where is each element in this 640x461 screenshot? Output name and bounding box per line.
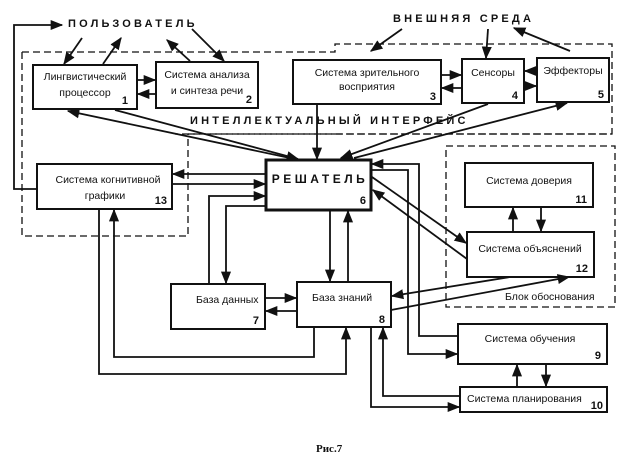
arrow-env-to-3 (369, 28, 403, 52)
block-4-number: 4 (512, 90, 519, 102)
block-7-number: 7 (253, 315, 259, 327)
arrow-8-to-12 (390, 274, 571, 311)
arrow-5-to-env (512, 27, 571, 52)
block-13-number: 13 (155, 195, 167, 207)
arrow-8-to-13 (108, 208, 315, 358)
arrow-6-to-5 (353, 100, 569, 159)
block-10-title: Система планирования (467, 393, 582, 405)
user-label: ПОЛЬЗОВАТЕЛЬ (68, 18, 198, 30)
arrow-1-to-6 (114, 109, 300, 161)
arrow-7-to-6 (208, 190, 267, 284)
arrow-6-to-7 (220, 205, 265, 285)
arrow-8-to-10 (370, 327, 461, 413)
arrow-user-to-1 (63, 37, 83, 66)
block-planning-system: Система планирования 10 (459, 386, 608, 413)
block-9-title: Система обучения (485, 333, 576, 345)
block-database: База данных 7 (170, 283, 266, 330)
block-6-number: 6 (360, 195, 366, 207)
block-1-title: Лингвистический (44, 71, 127, 83)
block-solver: РЕШАТЕЛЬ 6 (264, 158, 373, 212)
arrow-13-to-8 (98, 209, 352, 375)
block-3-title-2: восприятия (339, 81, 395, 93)
environment-label: ВНЕШНЯЯ СРЕДА (393, 13, 534, 25)
block-3-number: 3 (430, 91, 436, 103)
arrow-13-to-user (13, 19, 64, 190)
block-5-title: Эффекторы (543, 65, 602, 77)
block-11-number: 11 (575, 194, 587, 206)
arrow-6-to-1 (66, 108, 291, 159)
block-8-number: 8 (379, 314, 385, 326)
block-1-title-2: процессор (59, 87, 111, 99)
block-2-number: 2 (246, 94, 252, 106)
arrow-10-to-8 (377, 326, 460, 397)
block-trust-system: Система доверия 11 (464, 162, 594, 208)
arrow-2-to-user (166, 39, 191, 62)
arrow-1-to-user (102, 36, 122, 65)
block-3-title: Система зрительного (315, 67, 420, 79)
block-6-title: РЕШАТЕЛЬ (272, 172, 369, 186)
block-8-title: База знаний (312, 292, 372, 304)
arrow-12-to-8 (390, 276, 511, 300)
block-2-title: Система анализа (164, 69, 249, 81)
block-learning-system: Система обучения 9 (457, 323, 608, 365)
block-knowledge-base: База знаний 8 (296, 281, 392, 328)
block-7-title: База данных (196, 294, 259, 306)
connectors (13, 19, 571, 413)
block-10-number: 10 (591, 400, 603, 412)
block-4-title: Сенсоры (471, 67, 515, 79)
block-visual-perception: Система зрительного восприятия 3 (292, 59, 442, 105)
block-linguistic-processor: Лингвистический процессор 1 (32, 64, 138, 110)
block-12-title: Система объяснений (478, 243, 582, 255)
block-5-number: 5 (598, 89, 604, 101)
block-cognitive-graphics: Система когнитивной графики 13 (36, 163, 173, 210)
block-9-number: 9 (595, 350, 601, 362)
block-13-title-2: графики (85, 190, 126, 202)
block-effectors: Эффекторы 5 (536, 57, 610, 103)
arrow-6-to-9 (371, 169, 459, 360)
block-2-title-2: и синтеза речи (171, 85, 243, 97)
arrow-user-to-2 (191, 28, 225, 62)
block-speech-analysis-synthesis: Система анализа и синтеза речи 2 (155, 61, 259, 109)
arrow-9-to-6 (370, 158, 458, 337)
figure-caption: Рис.7 (316, 443, 343, 455)
arrow-4-to-6 (339, 103, 489, 159)
block-sensors: Сенсоры 4 (461, 58, 525, 104)
arrow-env-to-4 (481, 28, 492, 60)
block-11-title: Система доверия (486, 175, 572, 187)
block-12-number: 12 (576, 263, 588, 275)
intelligent-interface-label: ИНТЕЛЛЕКТУАЛЬНЫЙ ИНТЕРФЕЙС (190, 114, 469, 127)
block-1-number: 1 (122, 95, 128, 107)
block-explanation-system: Система объяснений 12 (466, 231, 595, 278)
block-13-title: Система когнитивной (55, 174, 160, 186)
justification-block-label: Блок обоснования (505, 291, 595, 303)
arrow-12-to-6 (371, 189, 468, 260)
